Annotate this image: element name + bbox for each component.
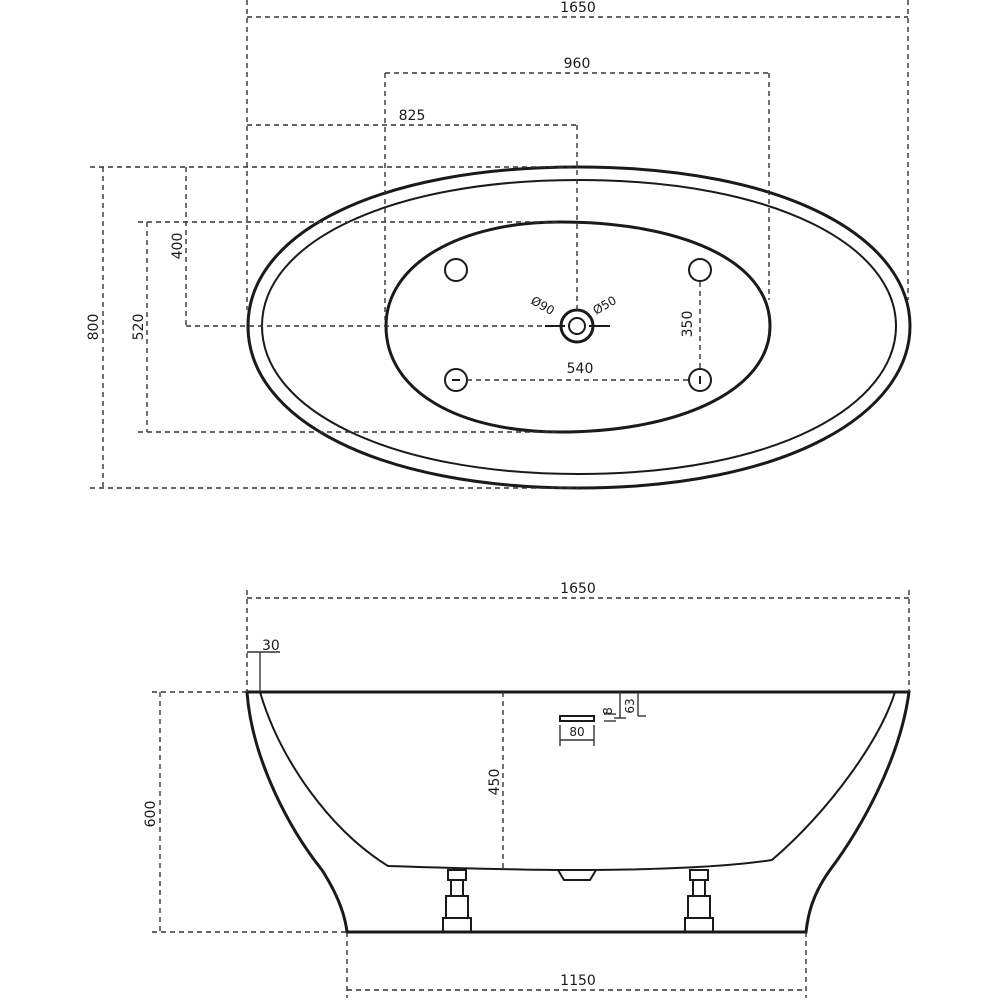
dim-side-rim-offset: 30 [247,638,280,692]
dim-side-overflow-width-label: 80 [569,725,584,739]
dim-top-basin-length: 960 [384,56,770,320]
dim-side-rim-offset-label: 30 [262,638,280,654]
drain-diameter-inner-label: Ø50 [591,293,619,317]
dim-side-overflow-offset-label: 63 [623,698,637,713]
dim-top-feet-spacing-x: 540 [467,361,689,381]
dim-top-basin-length-label: 960 [564,56,591,72]
foot-left-icon [442,869,472,933]
dim-top-basin-width-label: 520 [131,314,147,341]
dim-top-overall-length-label: 1650 [560,0,596,16]
top-view: 1650 960 825 800 520 [86,0,912,490]
dim-side-overflow-offset: 63 [614,692,646,719]
dim-side-overflow-height-label: 8 [601,707,615,715]
dim-side-base-length: 1150 [346,932,807,998]
tub-inner-wall [259,691,896,872]
dim-top-feet-spacing-y: 350 [680,282,701,368]
dim-top-drain-offset-y-label: 400 [170,233,186,260]
waste-outlet-icon [557,869,597,881]
dim-side-total-height-label: 600 [143,801,159,828]
overflow-slot-icon [559,715,595,722]
dim-top-drain-offset-x: 825 [247,108,578,310]
dim-side-base-length-label: 1150 [560,973,596,989]
dim-side-overall-length-label: 1650 [560,581,596,597]
side-view: 1650 30 600 450 80 [143,581,911,998]
dim-top-feet-spacing-y-label: 350 [680,311,696,338]
dim-top-feet-spacing-x-label: 540 [567,361,594,377]
dim-top-basin-width: 520 [131,221,560,433]
foot-bottom-right-icon [688,368,712,392]
dim-side-overall-length: 1650 [246,581,910,692]
dim-side-overflow-height: 8 [601,707,616,722]
basin-floor [384,220,772,434]
dim-top-overall-width-label: 800 [86,314,102,341]
dim-top-overall-width: 800 [86,166,578,489]
foot-top-right-icon [688,258,712,282]
tub-inner-rim [260,178,898,476]
dim-top-overall-length: 1650 [246,0,909,310]
foot-right-icon [684,869,714,933]
dim-side-overflow-width: 80 [559,725,595,746]
dim-top-drain-offset-x-label: 825 [399,108,426,124]
dim-top-drain-offset-y: 400 [170,167,545,327]
foot-top-left-icon [444,258,468,282]
dim-side-inner-depth: 450 [487,692,504,868]
dim-side-inner-depth-label: 450 [487,769,503,796]
tub-outer-rim [246,165,912,490]
drain-diameter-outer-label: Ø90 [529,293,557,317]
foot-bottom-left-icon [444,368,468,392]
dim-side-total-height: 600 [143,691,347,933]
